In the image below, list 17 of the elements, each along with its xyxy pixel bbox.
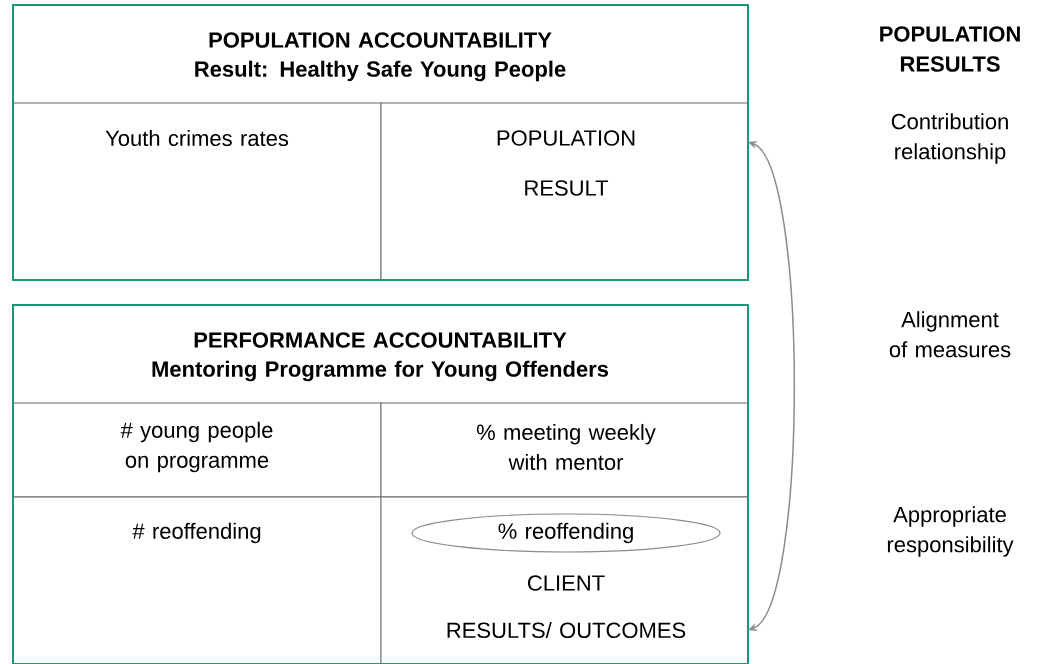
node-label: CLIENT [528, 575, 605, 591]
side-label: Alignment of measures [889, 311, 1011, 358]
node-label: RESULTS/ OUTCOMES [447, 621, 686, 639]
table-cell: # reoffending [12, 496, 382, 664]
side-label: POPULATION RESULTS [880, 26, 1020, 72]
node-label: PERFORMANCE ACCOUNTABILITY [194, 332, 567, 348]
side-label: Contribution relationship [891, 113, 1008, 164]
node-label: POPULATION ACCOUNTABILITY [209, 32, 552, 48]
table-cell: Youth crimes rates [12, 102, 382, 281]
table-cell: # young people on programme [12, 402, 382, 498]
node-label: Mentoring Programme for Young Offenders [152, 360, 609, 382]
node-label: # reoffending [132, 522, 261, 544]
table-cell: POPULATION RESULT [380, 102, 749, 281]
table-cell: % meeting weekly with mentor [380, 402, 749, 498]
side-label: Appropriate responsibility [887, 506, 1014, 557]
ellipse-highlight: % reoffending [411, 513, 721, 553]
node-label: Result: Healthy Safe Young People [195, 60, 566, 82]
